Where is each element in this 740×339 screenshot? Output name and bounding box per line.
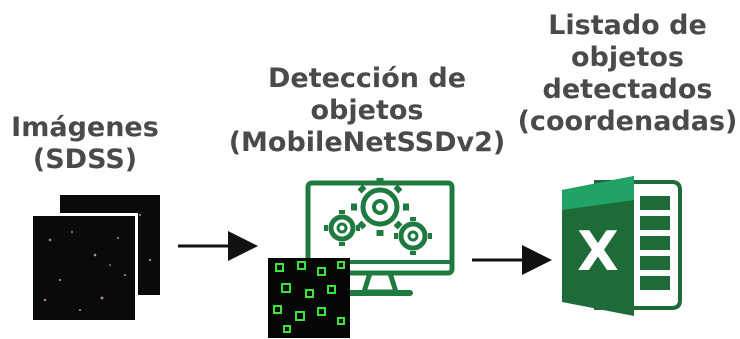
gear-icon-right — [394, 217, 432, 255]
images-label: Imágenes (SDSS) — [10, 112, 160, 176]
list-label-line-4: (coordenadas) — [517, 105, 738, 137]
detection-label-line-3: (MobileNetSSDv2) — [228, 126, 506, 158]
images-label-line-1: Imágenes — [11, 112, 159, 143]
detected-objects-image-icon — [268, 258, 350, 338]
sky-image-front — [33, 216, 135, 320]
list-label-line-2: objetos — [571, 41, 684, 73]
list-label-line-3: detectados — [542, 73, 713, 105]
list-label: Listado de objetos detectados (coordenad… — [515, 10, 740, 137]
sky-image-stars — [43, 214, 152, 311]
excel-letter: X — [577, 220, 619, 283]
detection-label-line-2: objetos — [310, 94, 424, 126]
sky-image-stack-icon — [30, 191, 164, 323]
list-label-line-1: Listado de — [548, 10, 707, 41]
detection-label-line-1: Detección de — [267, 63, 467, 94]
gear-icon-left — [324, 210, 360, 246]
images-label-line-2: (SDSS) — [32, 143, 138, 175]
excel-icon: X — [562, 176, 682, 316]
detection-label: Detección de objetos (MobileNetSSDv2) — [222, 63, 512, 159]
gear-icon-large — [351, 178, 409, 236]
